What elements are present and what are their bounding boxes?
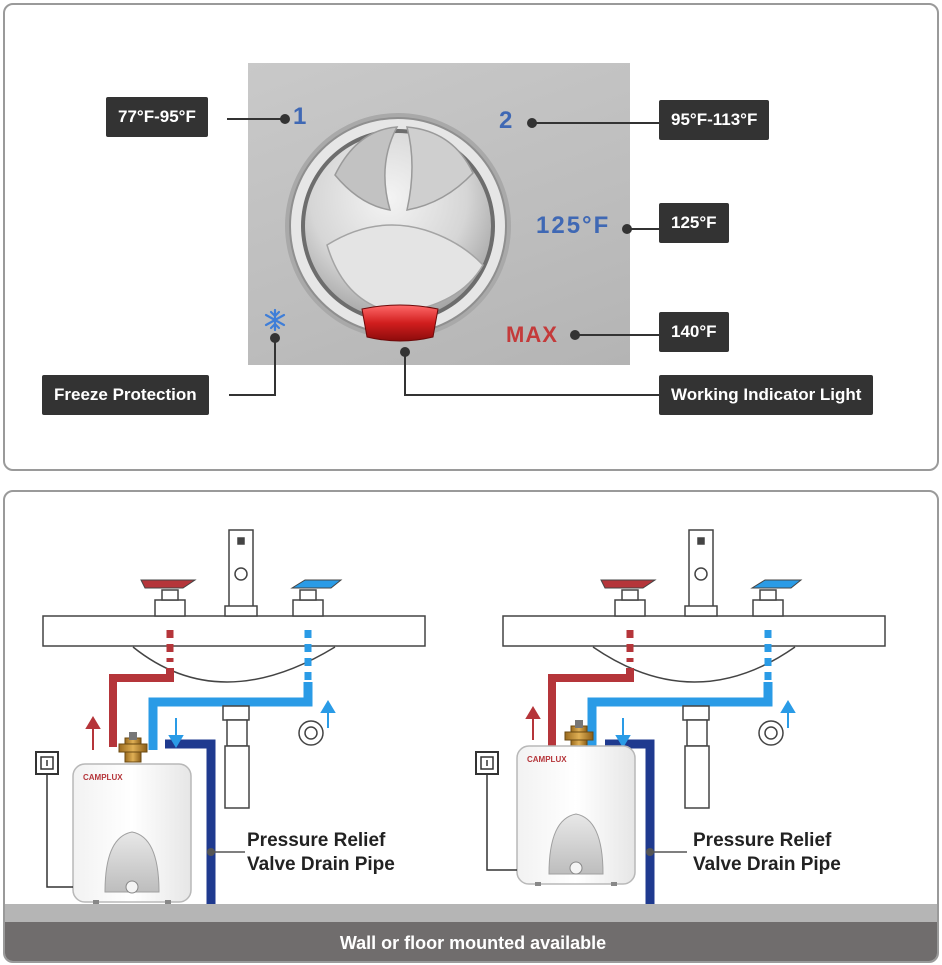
pressure-relief-valve: [118, 732, 148, 763]
indicator-light: [361, 304, 439, 342]
installation-graphics: CAMPLUX: [35, 529, 886, 912]
faucet: [224, 529, 258, 617]
dial-setting-125-value: 125: [536, 212, 583, 239]
leader-dot: [270, 333, 280, 343]
sink-counter: [42, 615, 426, 647]
callout-working-indicator: Working Indicator Light: [659, 375, 874, 415]
hot-pipe: [548, 668, 634, 754]
callout-125: 125°F: [659, 203, 729, 243]
cold-valve-handle: [750, 579, 803, 617]
drain-trap: [682, 705, 784, 809]
pipe-label-line1: Pressure Relief: [247, 830, 386, 851]
pressure-relief-valve: [564, 720, 594, 751]
outlet-icon: [475, 751, 499, 775]
down-arrow-icon: [168, 718, 184, 748]
dial-setting-125-unit: °F: [582, 212, 611, 239]
dial-graphics: [227, 113, 661, 396]
dial-setting-125: 125°F: [536, 212, 610, 240]
leader-dot: [527, 118, 537, 128]
installation-panel: CAMPLUX: [3, 490, 939, 963]
callout-range-2: 95°F-113°F: [659, 100, 770, 140]
hot-valve-handle: [600, 579, 657, 617]
heater-brand: CAMPLUX: [83, 773, 123, 782]
thermostat-knob[interactable]: [285, 113, 511, 339]
pipe-label-line2: Valve Drain Pipe: [693, 854, 841, 875]
leader-dot: [622, 224, 632, 234]
dial-setting-1: 1: [293, 103, 307, 130]
power-cord: [46, 774, 73, 888]
up-arrow-icon: [85, 716, 101, 750]
pipe-label-line2: Valve Drain Pipe: [247, 854, 395, 875]
water-heater: CAMPLUX: [72, 763, 192, 904]
floor-strip: [5, 904, 937, 922]
snowflake-icon: [264, 308, 286, 332]
callout-140: 140°F: [659, 312, 729, 352]
up-arrow-icon: [780, 700, 796, 728]
pipe-label-line1: Pressure Relief: [693, 830, 832, 851]
leader-lines: [227, 118, 661, 396]
dial-panel: 1 2 125°F MAX 77°F-95°F 95°F-113°F 125°F…: [3, 3, 939, 471]
heater-brand: CAMPLUX: [527, 755, 567, 764]
leader-dot: [570, 330, 580, 340]
drain-trap: [222, 705, 324, 809]
leader-dot: [646, 848, 654, 856]
dial-setting-2: 2: [499, 107, 513, 134]
cold-valve-handle: [290, 579, 343, 617]
cold-pipe: [587, 682, 773, 754]
footer-banner: Wall or floor mounted available: [5, 922, 937, 961]
outlet-icon: [35, 751, 59, 775]
power-cord: [486, 774, 517, 871]
pipe-label-left: Pressure Relief Valve Drain Pipe: [247, 829, 395, 877]
callout-freeze-protection: Freeze Protection: [42, 375, 209, 415]
pipe-label-right: Pressure Relief Valve Drain Pipe: [693, 829, 841, 877]
callout-range-1: 77°F-95°F: [106, 97, 208, 137]
leader-dot: [207, 848, 215, 856]
hot-pipe: [109, 668, 174, 747]
down-arrow-icon: [615, 718, 631, 748]
up-arrow-icon: [320, 700, 336, 728]
sink-counter: [502, 615, 886, 647]
leader-dot: [400, 347, 410, 357]
left-installation-scene: CAMPLUX: [35, 529, 426, 912]
water-heater: CAMPLUX: [516, 745, 636, 886]
hot-valve-handle: [140, 579, 197, 617]
cold-pipe: [148, 682, 313, 750]
dial-setting-max: MAX: [506, 322, 558, 347]
faucet: [684, 529, 718, 617]
right-installation-scene: CAMPLUX: [475, 529, 886, 912]
up-arrow-icon: [525, 706, 541, 740]
leader-dot: [280, 114, 290, 124]
